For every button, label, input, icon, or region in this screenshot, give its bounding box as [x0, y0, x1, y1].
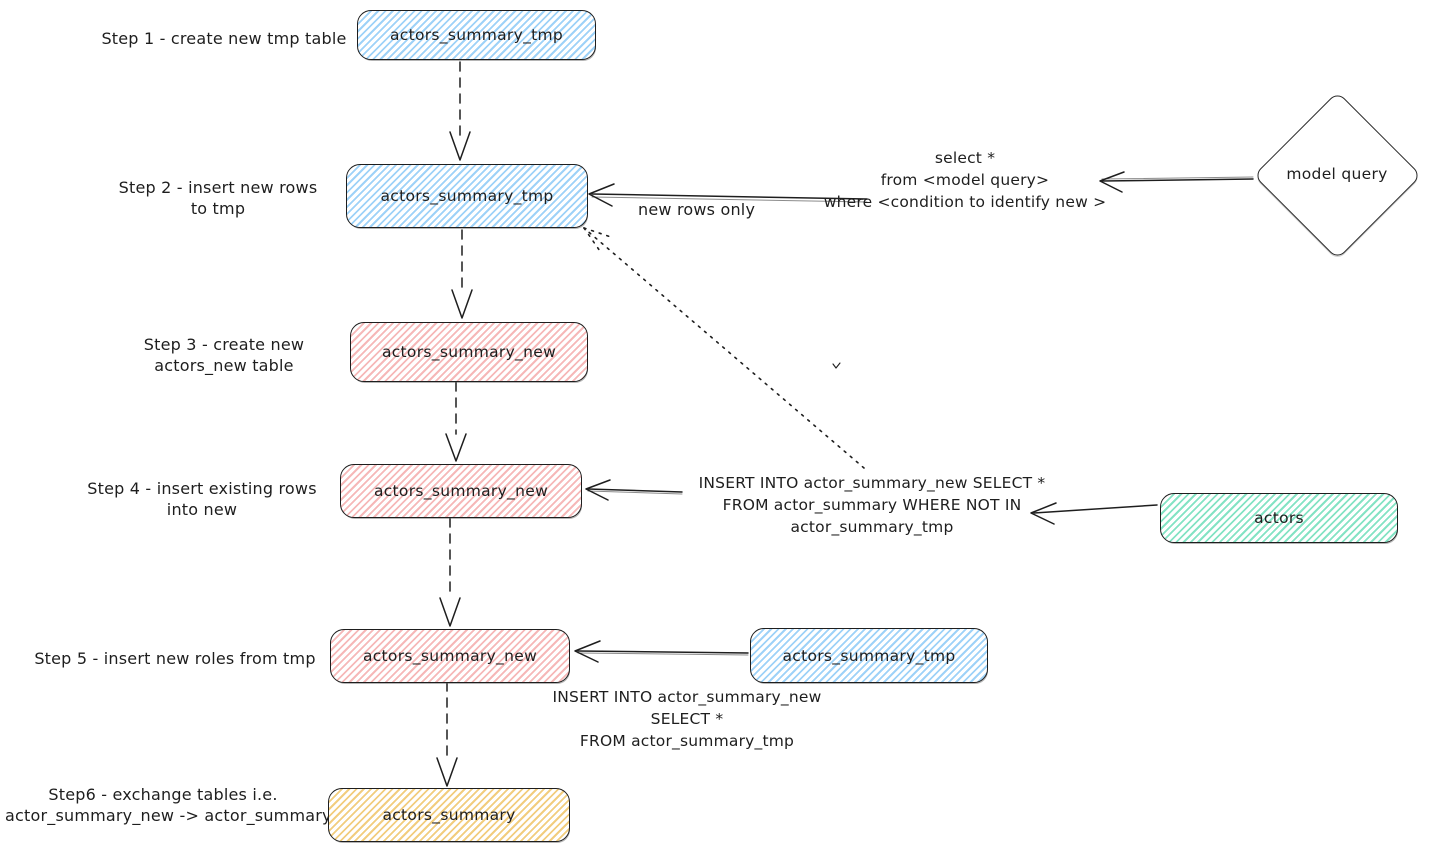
insert-from-tmp-sql-line1: INSERT INTO actor_summary_new — [552, 688, 822, 706]
step-3-label-line2: actors_new table — [154, 356, 294, 375]
insert-existing-sql-line1: INSERT INTO actor_summary_new SELECT * — [698, 474, 1046, 492]
node-actors-text: actors — [1254, 509, 1304, 527]
stray-mark — [832, 362, 841, 369]
node-step2-text: actors_summary_tmp — [380, 187, 554, 205]
arrow-insertsql-to-step4 — [585, 479, 683, 501]
node-step6-actors-summary: actors_summary — [328, 788, 570, 842]
node-tmp-source: actors_summary_tmp — [750, 628, 988, 683]
edge-label-new-rows-only: new rows only — [638, 200, 756, 219]
arrow-step5-to-step6 — [436, 681, 458, 787]
step-6-label: Step6 - exchange tables i.e. actor_summa… — [5, 784, 332, 826]
insert-from-tmp-sql-text: INSERT INTO actor_summary_new SELECT * F… — [527, 686, 847, 752]
node-step4-text: actors_summary_new — [373, 482, 549, 500]
step-1-label: Step 1 - create new tmp table — [101, 29, 347, 48]
insert-from-tmp-sql-line2: SELECT * — [650, 710, 724, 728]
step-4-label: Step 4 - insert existing rows into new — [77, 478, 327, 520]
arrow-step1-to-step2 — [449, 61, 471, 161]
step-6-label-line1: Step6 - exchange tables i.e. — [48, 785, 278, 804]
step-3-label-line1: Step 3 - create new — [143, 335, 305, 354]
arrow-dotted-insertsql-to-step2 — [583, 227, 865, 469]
step-3-label: Step 3 - create new actors_new table — [99, 334, 349, 376]
arrow-step3-to-step4 — [445, 381, 467, 462]
node-step3-text: actors_summary_new — [381, 343, 557, 361]
model-query-label: model query — [1286, 165, 1388, 183]
step-5-label: Step 5 - insert new roles from tmp — [34, 649, 316, 668]
insert-existing-sql-line3: actor_summary_tmp — [790, 518, 954, 536]
node-actors-source: actors — [1160, 493, 1398, 543]
node-step1-text: actors_summary_tmp — [389, 26, 564, 44]
arrow-modelquery-sql-to-step2 — [588, 183, 868, 207]
step-2-label-line1: Step 2 - insert new rows — [118, 178, 318, 197]
arrow-tmpsource-to-step5 — [574, 640, 749, 663]
node-step1-actors-summary-tmp: actors_summary_tmp — [357, 10, 596, 60]
model-query-sql-line1: select * — [934, 149, 996, 167]
node-tmp-source-text: actors_summary_tmp — [782, 646, 956, 665]
step-4-label-line2: into new — [166, 500, 238, 519]
step-4-label-line1: Step 4 - insert existing rows — [87, 479, 317, 498]
node-step4-actors-summary-new: actors_summary_new — [340, 464, 582, 518]
node-step5-actors-summary-new: actors_summary_new — [330, 629, 570, 683]
node-step2-actors-summary-tmp: actors_summary_tmp — [346, 164, 588, 228]
arrow-actors-to-insertsql — [1030, 502, 1158, 525]
step-2-label: Step 2 - insert new rows to tmp — [93, 177, 343, 219]
node-step6-text: actors_summary — [382, 806, 516, 824]
model-query-sql-text: select * from <model query> where <condi… — [795, 147, 1135, 213]
insert-from-tmp-sql-line3: FROM actor_summary_tmp — [579, 732, 795, 750]
model-query-sql-line2: from <model query> — [880, 171, 1050, 189]
node-step5-text: actors_summary_new — [362, 647, 538, 665]
arrow-step4-to-step5 — [439, 517, 461, 627]
insert-existing-sql-line2: FROM actor_summary WHERE NOT IN — [722, 496, 1022, 514]
model-query-sql-line3: where <condition to identify new > — [823, 193, 1107, 211]
step-2-label-line2: to tmp — [190, 199, 246, 218]
insert-existing-sql-text: INSERT INTO actor_summary_new SELECT * F… — [682, 472, 1062, 538]
node-step3-actors-summary-new: actors_summary_new — [350, 322, 588, 382]
arrow-step2-to-step3 — [451, 229, 473, 319]
arrow-modelquery-diamond-to-sql — [1099, 171, 1254, 193]
step-6-label-line2: actor_summary_new -> actor_summary — [5, 806, 332, 825]
